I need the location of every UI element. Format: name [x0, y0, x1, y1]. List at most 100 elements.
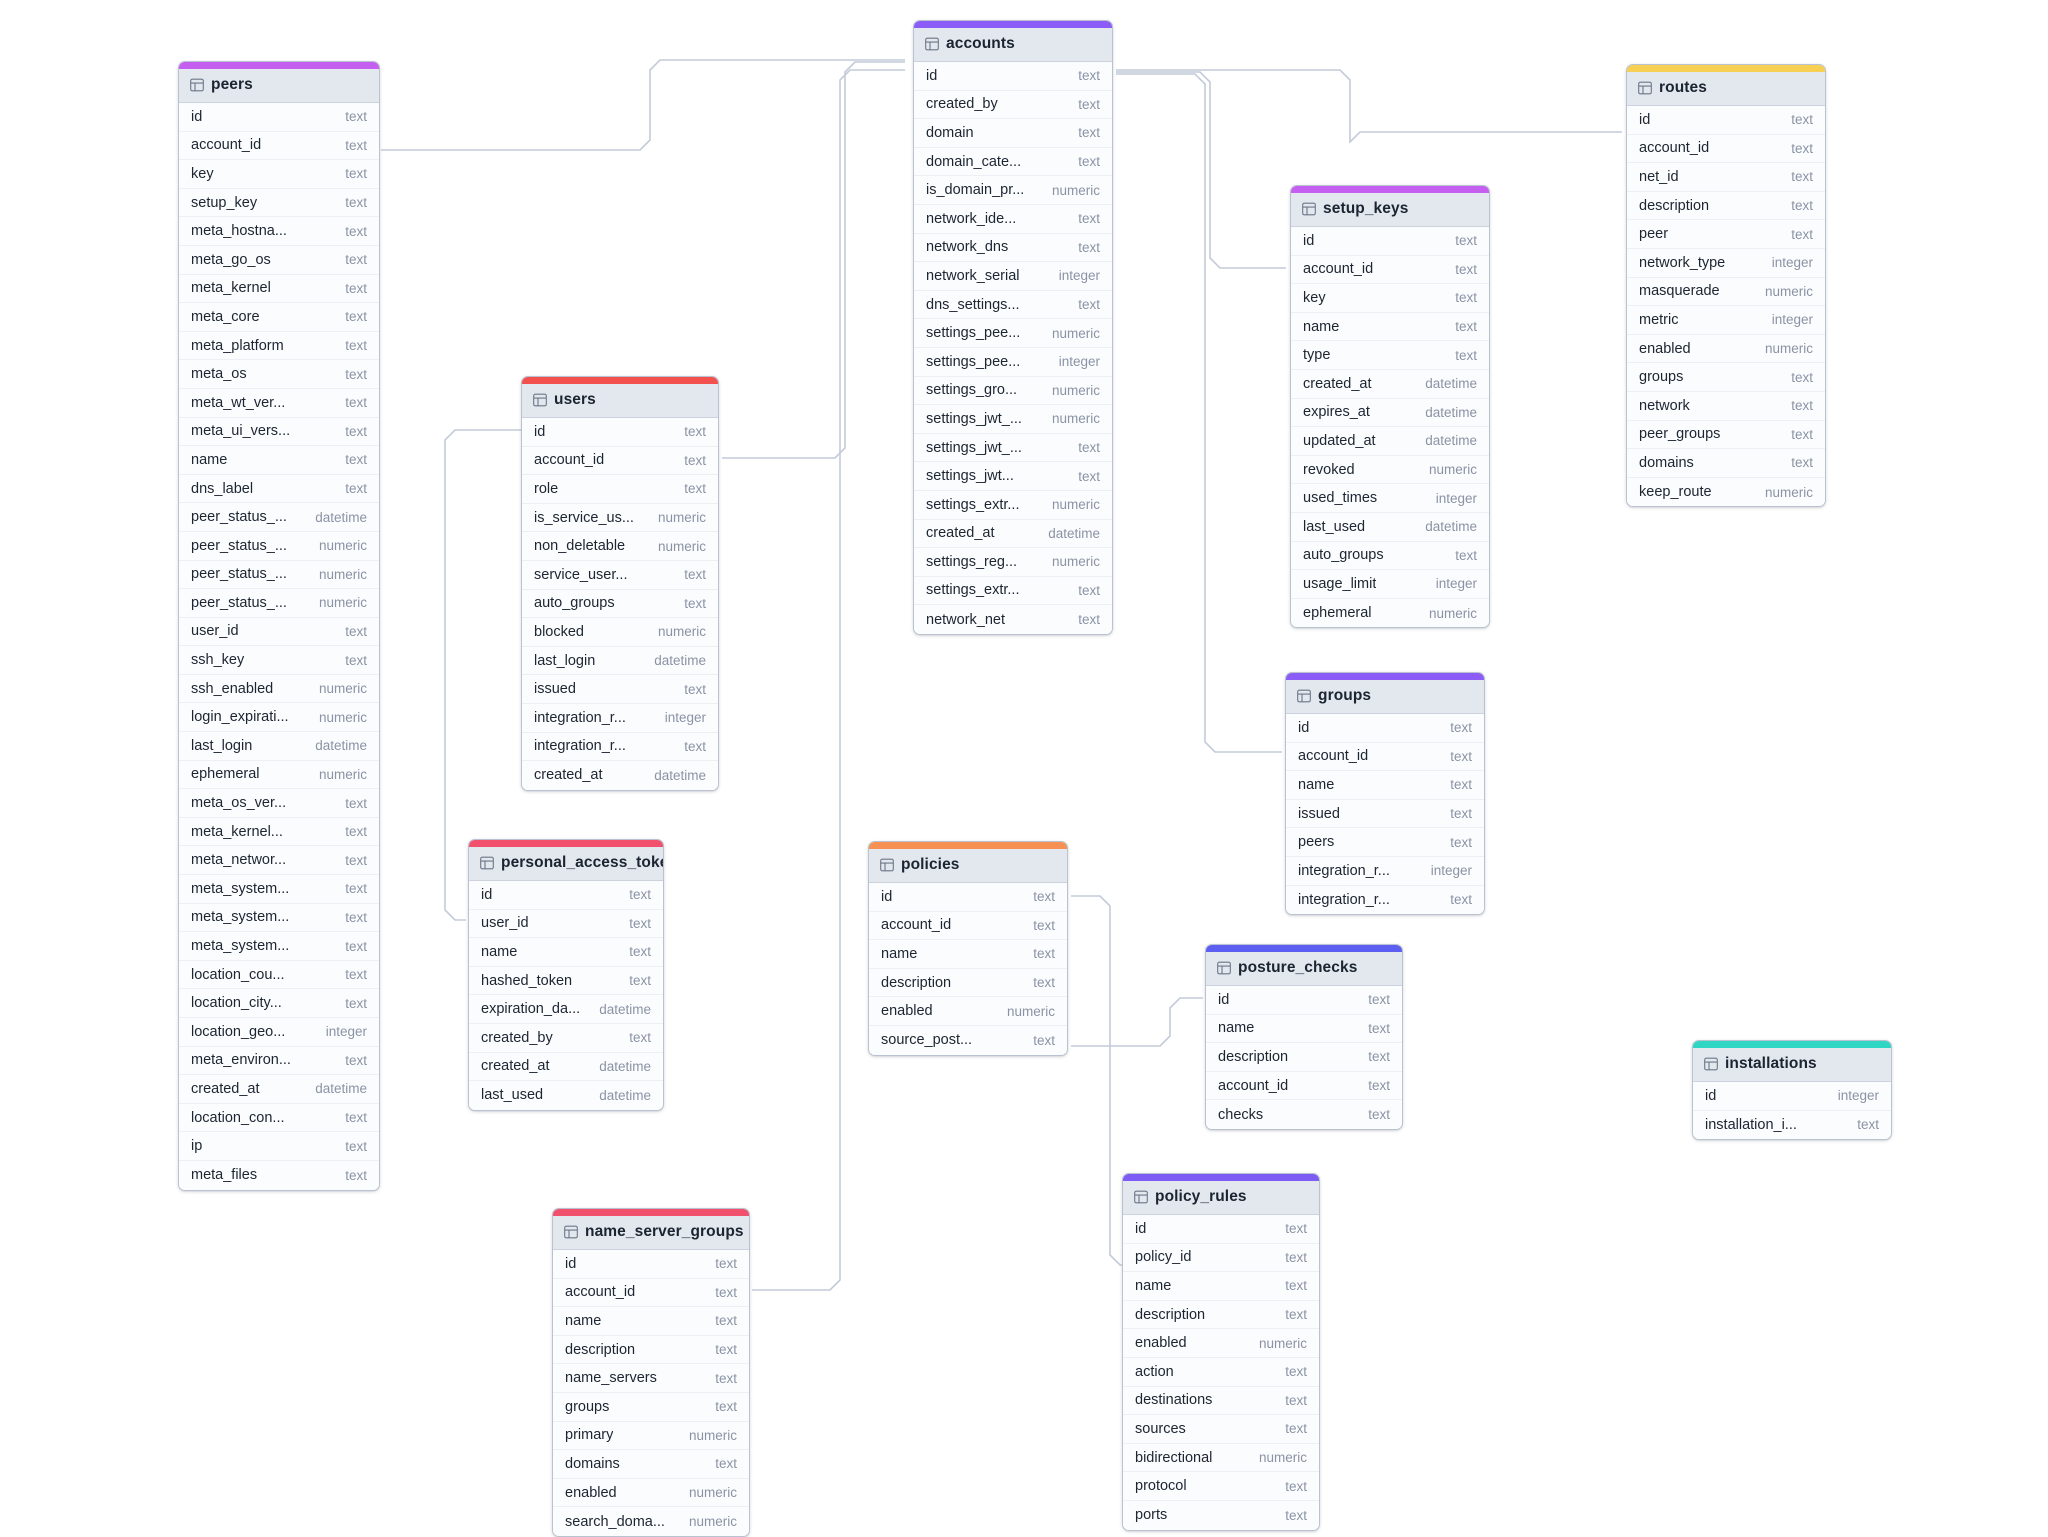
field-row[interactable]: network_ide...text [914, 204, 1112, 234]
field-row[interactable]: installation_i...text [1693, 1110, 1891, 1140]
field-row[interactable]: peer_status_...datetime [179, 503, 379, 532]
table-header[interactable]: users [522, 384, 718, 418]
table-header[interactable]: personal_access_tokens [469, 847, 663, 881]
field-row[interactable]: domain_cate...text [914, 147, 1112, 177]
table-header[interactable]: routes [1627, 72, 1825, 106]
field-row[interactable]: location_city...text [179, 989, 379, 1018]
field-row[interactable]: source_post...text [869, 1025, 1067, 1055]
field-row[interactable]: location_cou...text [179, 960, 379, 990]
field-row[interactable]: peer_status_...numeric [179, 531, 379, 561]
field-row[interactable]: peer_status_...numeric [179, 589, 379, 618]
field-row[interactable]: settings_jwt_...numeric [914, 405, 1112, 434]
field-row[interactable]: settings_extr...text [914, 576, 1112, 606]
field-row[interactable]: settings_gro...numeric [914, 376, 1112, 406]
field-row[interactable]: settings_jwt_...text [914, 433, 1112, 463]
field-row[interactable]: meta_os_ver...text [179, 789, 379, 818]
field-row[interactable]: login_expirati...numeric [179, 703, 379, 733]
field-row[interactable]: location_con...text [179, 1103, 379, 1133]
table-header[interactable]: accounts [914, 28, 1112, 62]
table-header[interactable]: groups [1286, 680, 1484, 714]
field-row[interactable]: integration_r...integer [522, 703, 718, 733]
field-row[interactable]: integration_r...text [522, 732, 718, 762]
table-header[interactable]: name_server_groups [553, 1216, 749, 1250]
field-row[interactable]: meta_hostna...text [179, 217, 379, 246]
field-row[interactable]: expiration_da...datetime [469, 995, 663, 1024]
field-row[interactable]: is_service_us...numeric [522, 503, 718, 533]
field-row[interactable]: location_geo...integer [179, 1018, 379, 1047]
field-row[interactable]: meta_environ...text [179, 1046, 379, 1076]
field-row[interactable]: settings_pee...numeric [914, 319, 1112, 348]
field-row[interactable]: meta_wt_ver...text [179, 388, 379, 418]
field-row[interactable]: settings_pee...integer [914, 347, 1112, 377]
table-header[interactable]: setup_keys [1291, 193, 1489, 227]
field-row[interactable]: settings_reg...numeric [914, 548, 1112, 577]
table-header[interactable]: posture_checks [1206, 952, 1402, 986]
field-row[interactable]: meta_system...text [179, 875, 379, 904]
